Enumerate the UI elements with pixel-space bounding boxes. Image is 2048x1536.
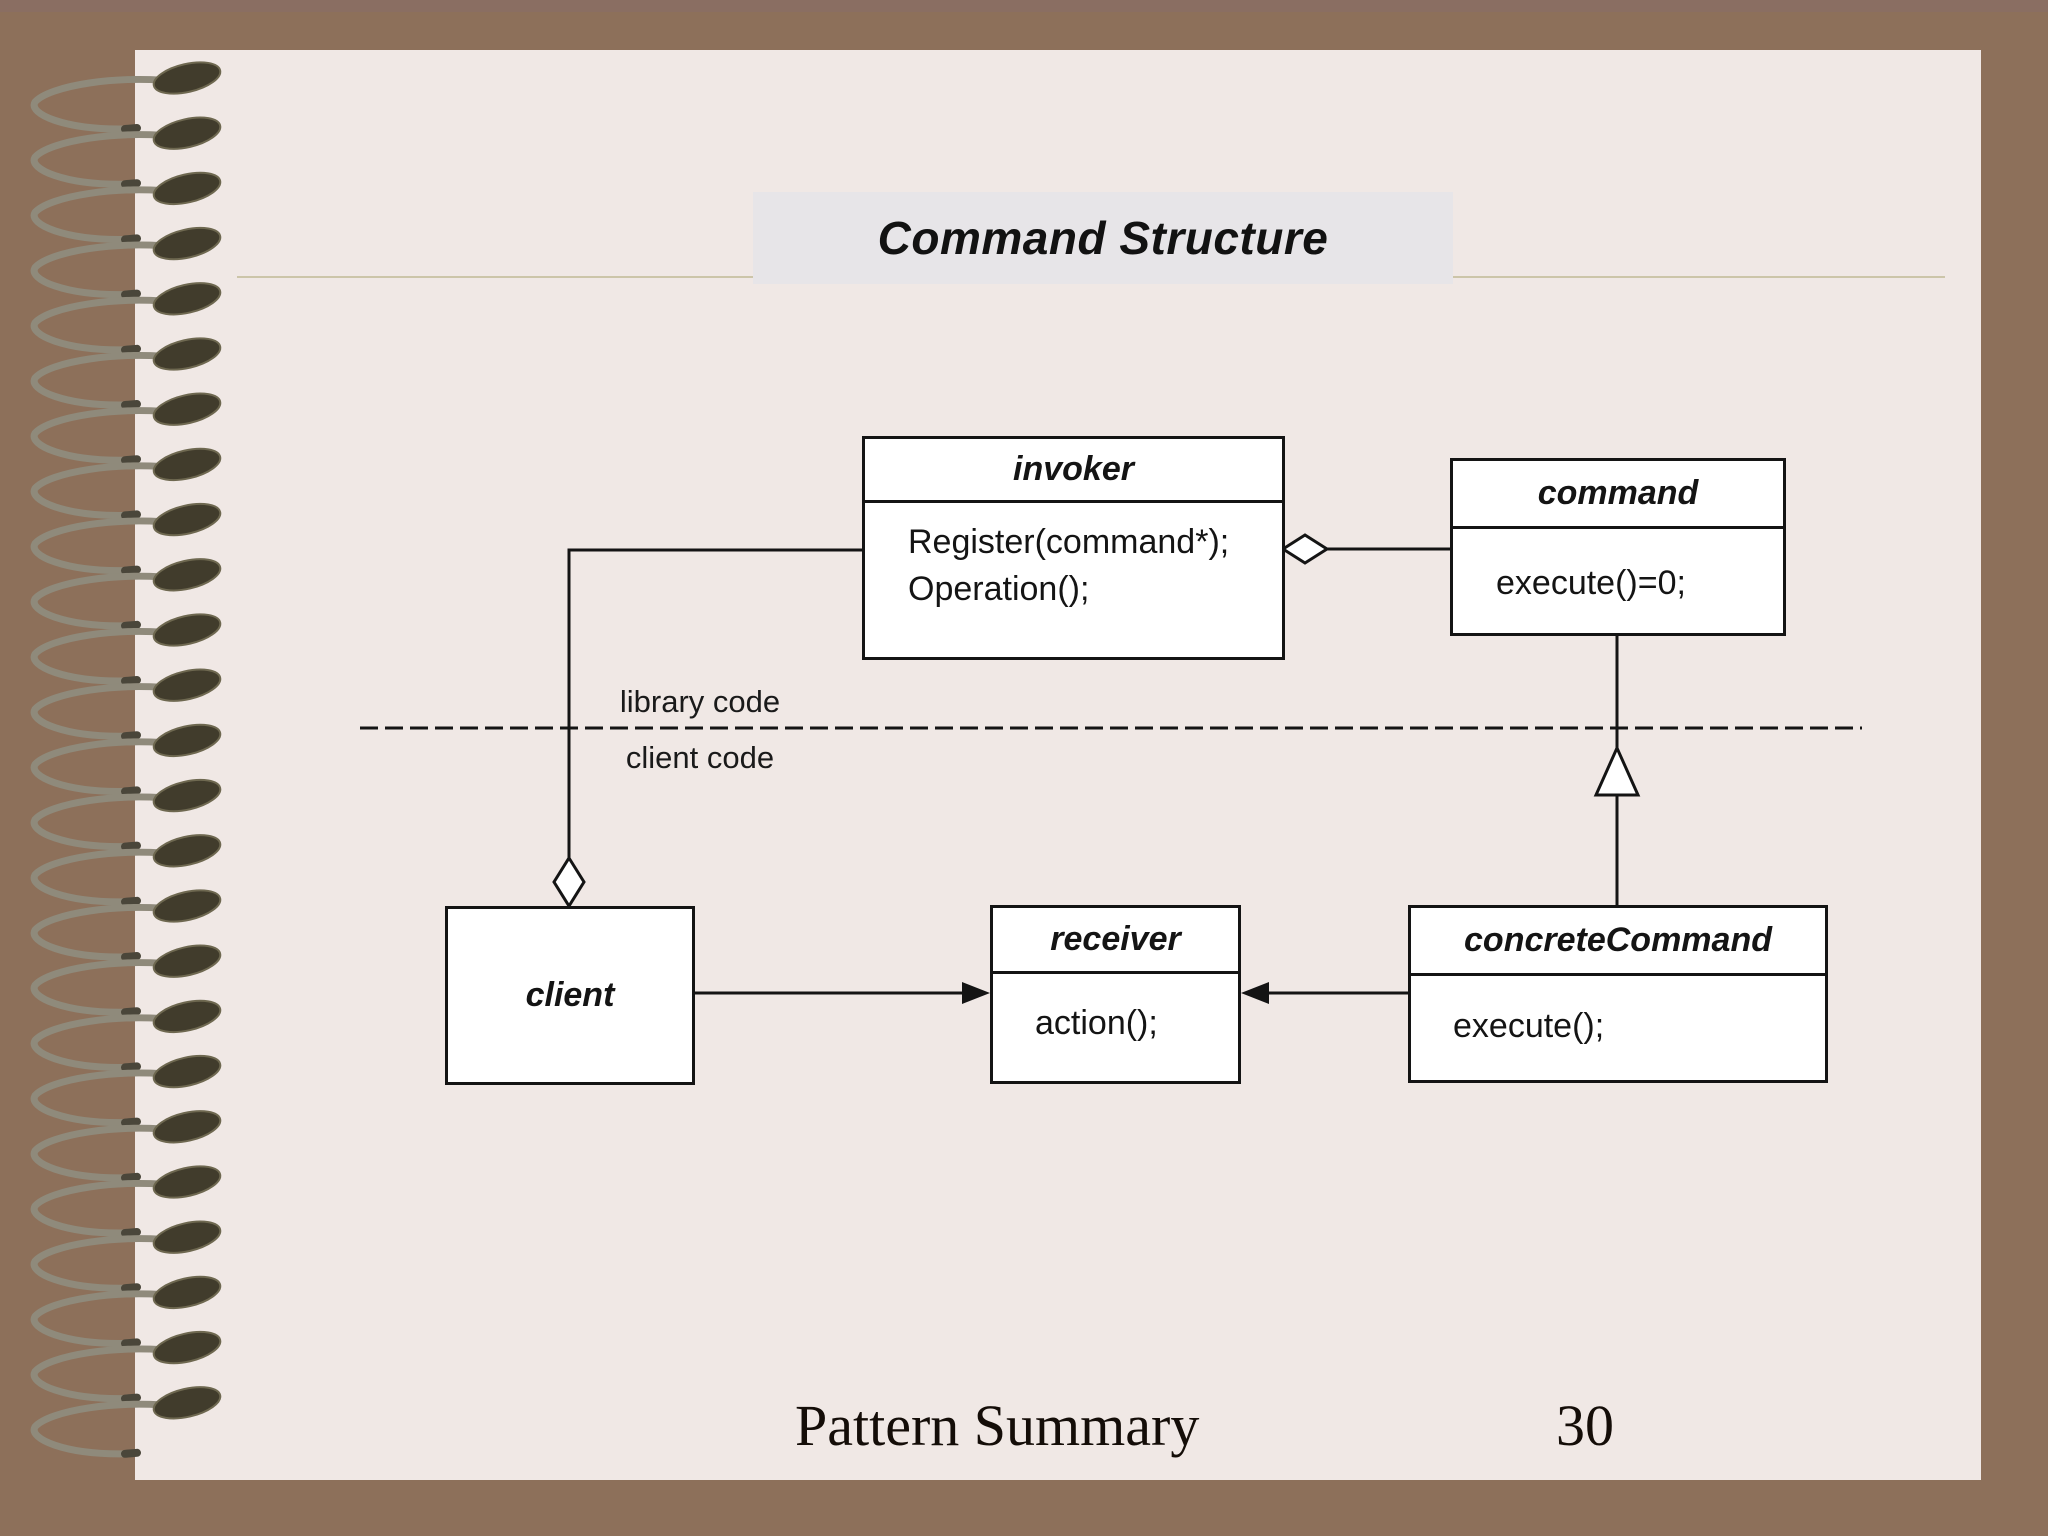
class-name: concreteCommand (1411, 908, 1825, 976)
class-member: Operation(); (908, 570, 1090, 608)
class-name: receiver (993, 908, 1238, 974)
class-member: action(); (1035, 1004, 1158, 1042)
title-band: Command Structure (753, 192, 1453, 284)
footer-title: Pattern Summary (795, 1393, 1200, 1458)
client-code-label: client code (625, 740, 775, 775)
class-member: execute(); (1453, 1007, 1605, 1045)
uml-class-client: client (445, 906, 695, 1085)
uml-class-receiver: receiver action(); (990, 905, 1241, 1084)
uml-class-concrete-command: concreteCommand execute(); (1408, 905, 1828, 1083)
uml-class-command: command execute()=0; (1450, 458, 1786, 636)
uml-class-invoker: invoker Register(command*); Operation(); (862, 436, 1285, 660)
top-edge-strip (0, 0, 2048, 12)
page-number: 30 (1556, 1393, 1614, 1458)
class-member: execute()=0; (1496, 564, 1686, 602)
library-code-label: library code (619, 684, 781, 719)
class-name: command (1453, 461, 1783, 529)
class-member: Register(command*); (908, 523, 1230, 561)
slide-title: Command Structure (877, 212, 1329, 264)
slide-paper (135, 50, 1981, 1480)
class-name: invoker (865, 439, 1282, 503)
class-name: client (525, 976, 615, 1014)
